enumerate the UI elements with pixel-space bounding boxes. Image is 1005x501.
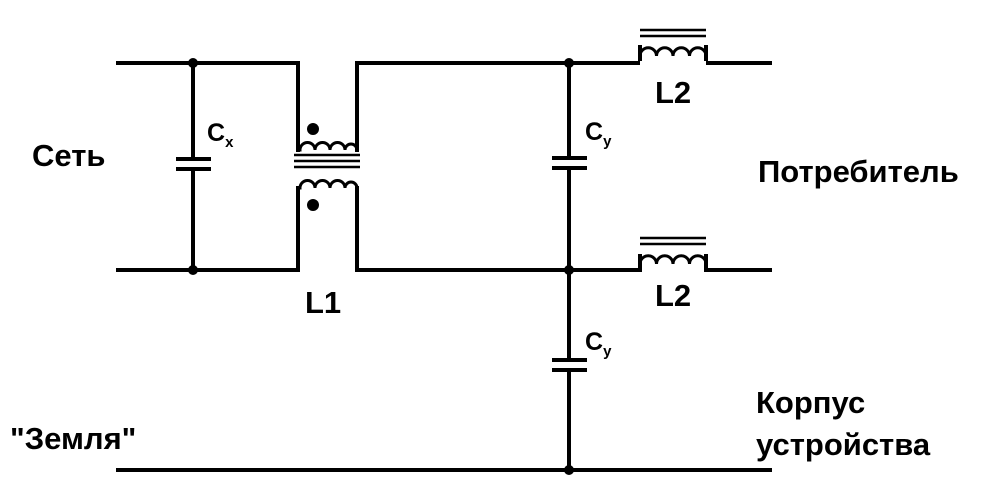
label-housing-line1: Корпус (756, 385, 865, 420)
label-l2-top: L2 (655, 75, 691, 110)
inductor-l1 (294, 123, 360, 211)
inductor-l2-bottom (638, 236, 708, 265)
l1-lower-winding (298, 179, 359, 190)
l1-polarity-dot-upper (307, 123, 319, 135)
junction-cy-middle (564, 265, 574, 275)
inductor-l2-top (638, 28, 708, 57)
label-ground: "Земля" (10, 421, 136, 456)
junction-cx-bottom (188, 265, 198, 275)
l1-polarity-dot-lower (307, 199, 319, 211)
capacitor-cy-lower (552, 358, 587, 372)
capacitor-cy-upper (552, 156, 587, 170)
l2-bottom-winding (638, 254, 708, 265)
label-cy-lower: Cy (585, 328, 612, 360)
label-cy-upper-main: C (585, 118, 603, 146)
capacitor-cx (176, 157, 211, 171)
junctions (188, 58, 574, 475)
label-network: Сеть (32, 138, 105, 173)
junction-ground (564, 465, 574, 475)
label-cx: Cx (207, 119, 234, 151)
label-housing-line2: устройства (756, 427, 931, 462)
label-consumer: Потребитель (758, 154, 959, 189)
l1-upper-winding (298, 141, 359, 152)
label-cy-upper: Cy (585, 118, 612, 150)
label-cy-lower-sub: y (603, 343, 612, 360)
label-cy-upper-sub: y (603, 133, 612, 150)
labels: Сеть Потребитель "Земля" Корпус устройст… (10, 75, 959, 462)
label-cx-main: C (207, 119, 225, 147)
junction-cy-top (564, 58, 574, 68)
label-l1: L1 (305, 285, 341, 320)
label-cx-sub: x (225, 134, 234, 151)
label-l2-bottom: L2 (655, 278, 691, 313)
junction-cx-top (188, 58, 198, 68)
label-cy-lower-main: C (585, 328, 603, 356)
l2-top-winding (638, 46, 708, 57)
